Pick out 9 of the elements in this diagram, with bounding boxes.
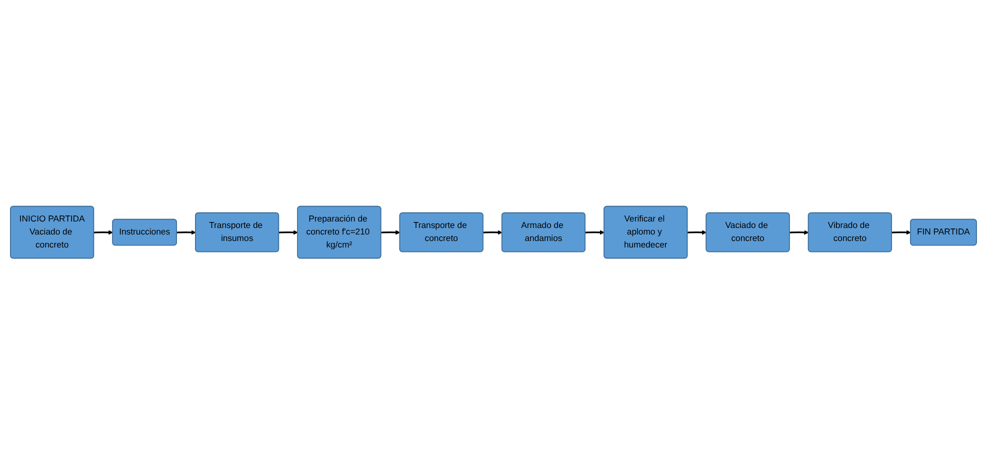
- arrow: [892, 230, 911, 235]
- arrow: [790, 230, 809, 235]
- arrow: [381, 230, 400, 235]
- arrow: [483, 230, 502, 235]
- arrow: [94, 230, 114, 235]
- arrow: [176, 230, 196, 235]
- arrow: [688, 230, 707, 235]
- arrow: [278, 230, 298, 235]
- arrow: [585, 230, 605, 235]
